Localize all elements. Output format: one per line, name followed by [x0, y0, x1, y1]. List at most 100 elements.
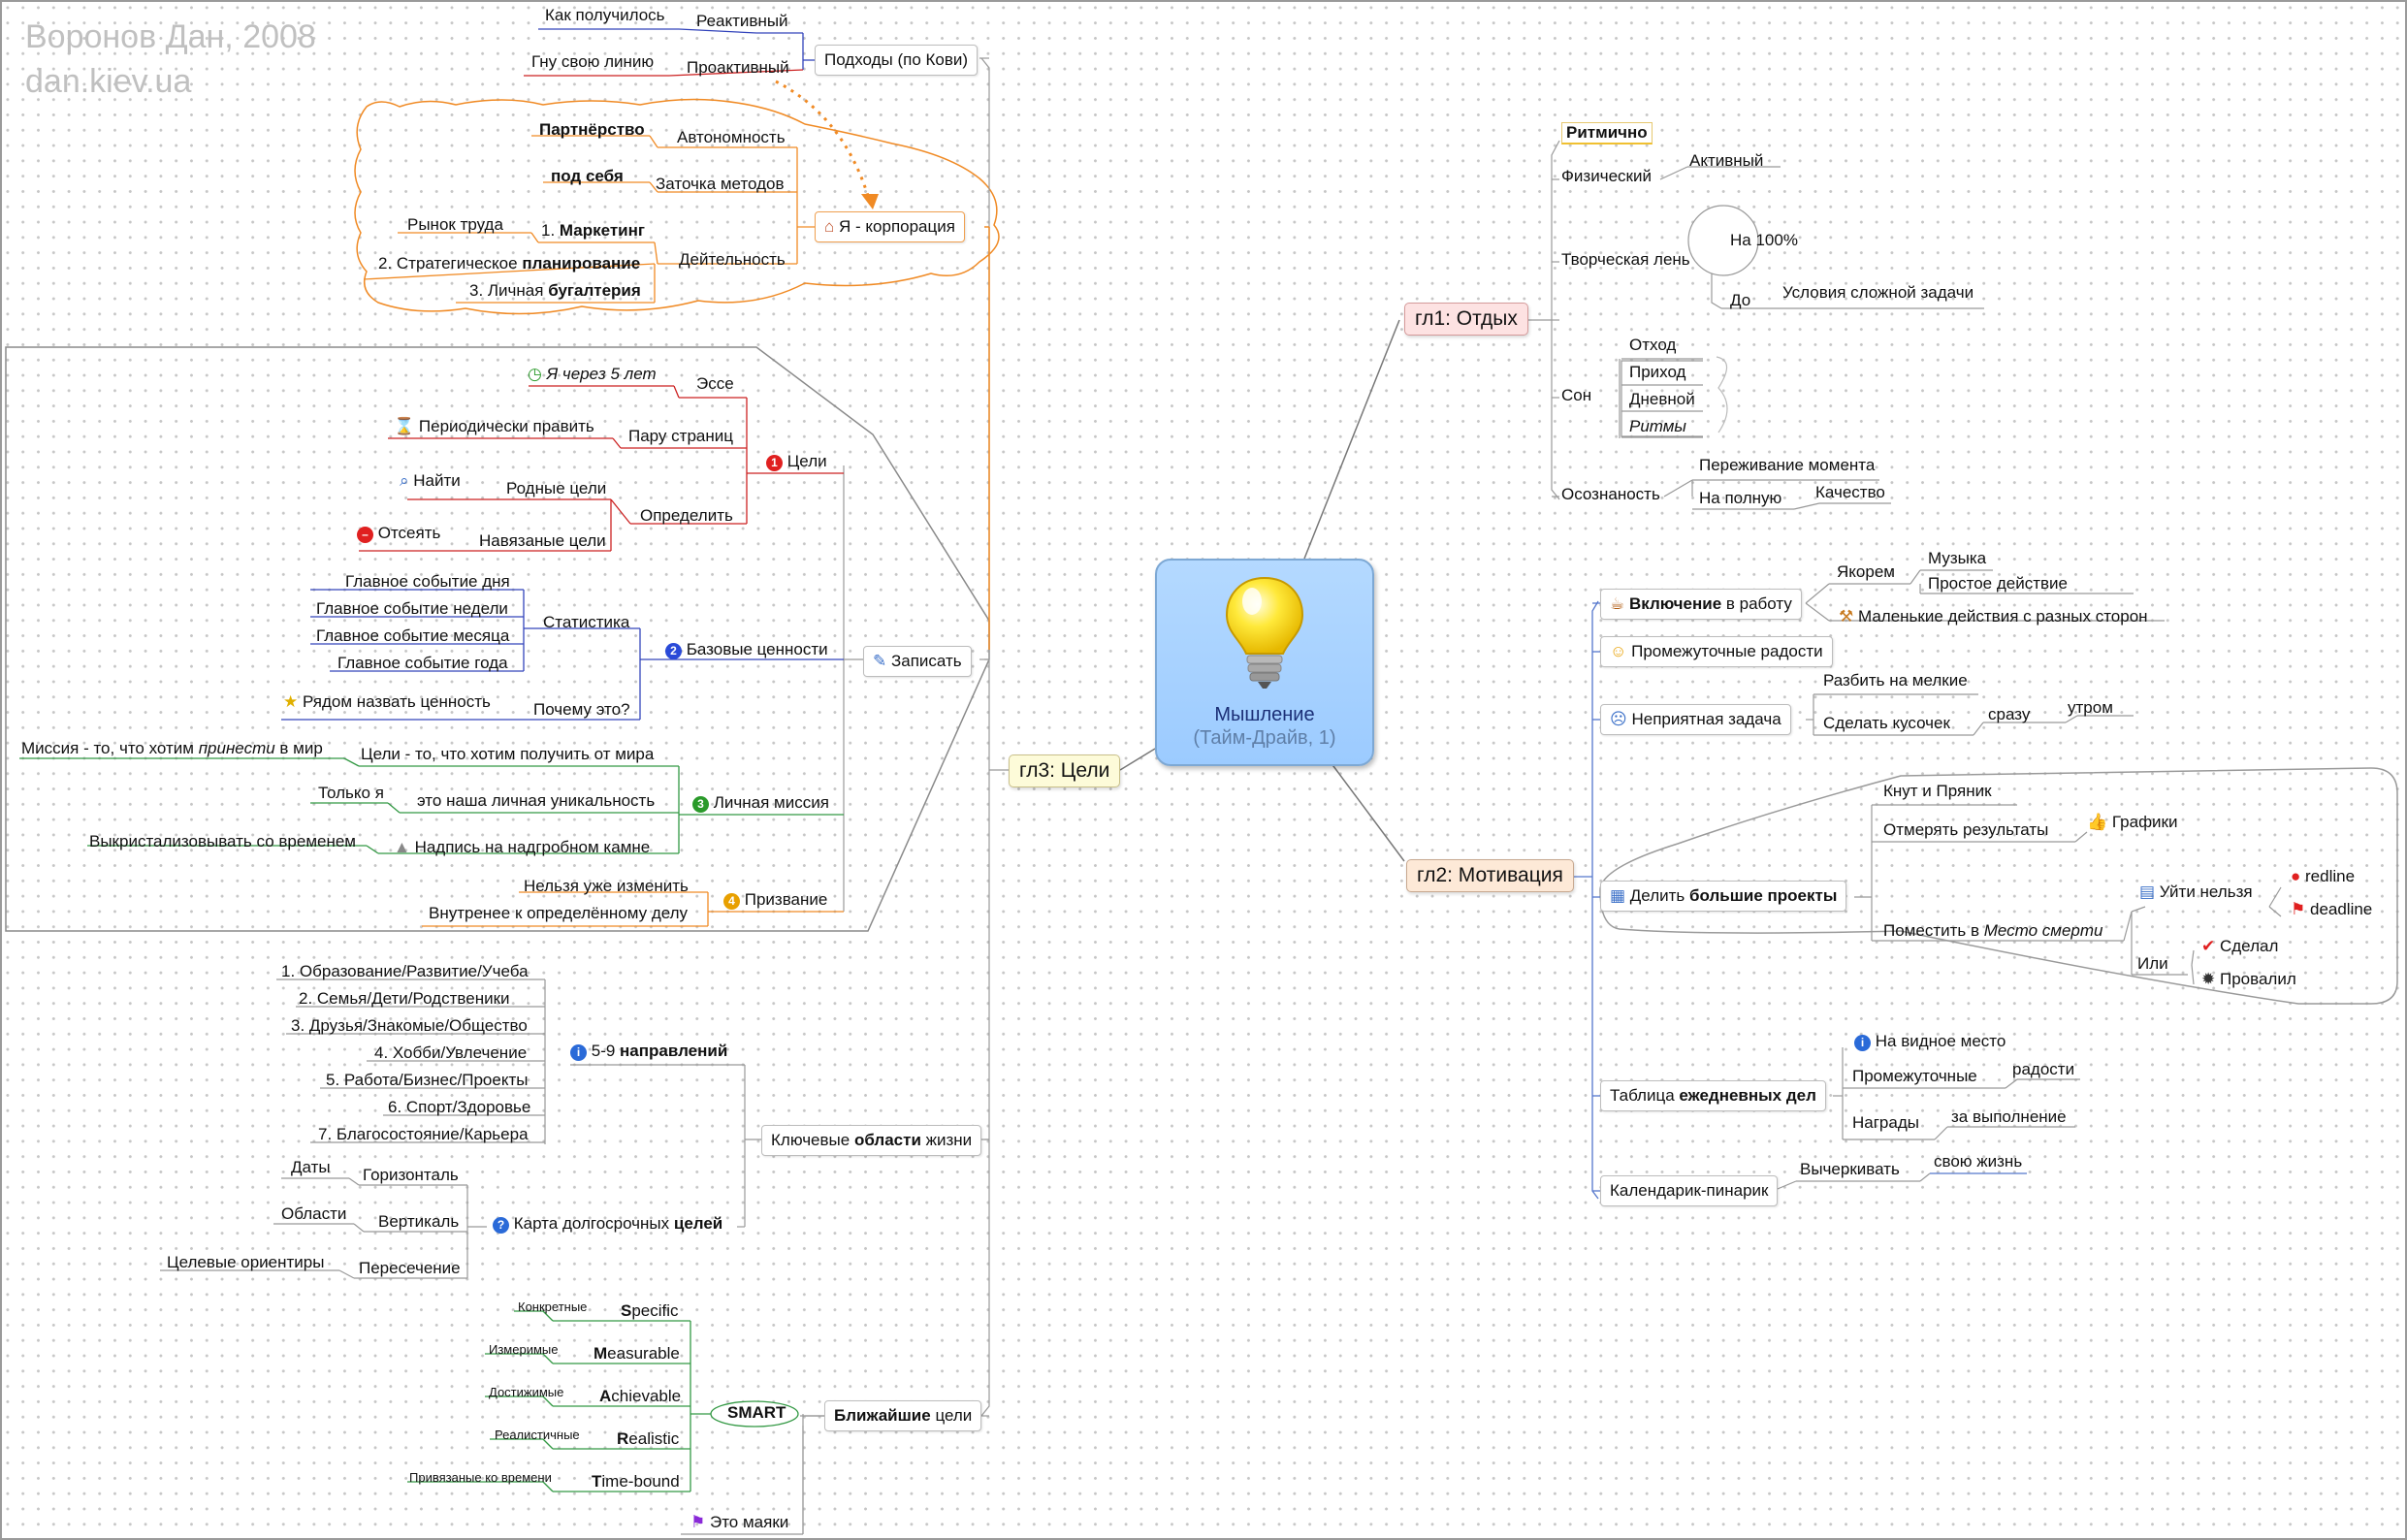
topic-to[interactable]: До: [1730, 291, 1751, 309]
topic-nearest-goals[interactable]: Ближайшие цели: [824, 1400, 982, 1431]
topic-mission-definition[interactable]: Миссия - то, что хотим принести в мир: [21, 739, 323, 757]
topic-quality[interactable]: Качество: [1815, 483, 1885, 501]
topic-calendar[interactable]: Календарик-пинарик: [1600, 1175, 1779, 1206]
topic-bite[interactable]: Сделать кусочек: [1823, 714, 1950, 732]
topic-daily-table[interactable]: Таблица ежедневных дел: [1600, 1080, 1826, 1111]
topic-target-orient[interactable]: Целевые ориентиры: [167, 1253, 325, 1271]
topic-for-self[interactable]: под себя: [551, 167, 624, 185]
topic-creative-laziness[interactable]: Творческая лень: [1561, 250, 1690, 269]
direction-item[interactable]: 6. Спорт/Здоровье: [388, 1098, 531, 1116]
topic-deadline[interactable]: ⚑ deadline: [2291, 900, 2373, 918]
topic-horizontal[interactable]: Горизонталь: [363, 1166, 459, 1184]
branch-motivation[interactable]: гл2: Мотивация: [1406, 859, 1574, 892]
smart-achievable[interactable]: Achievable: [599, 1387, 682, 1405]
sleep-item[interactable]: Дневной: [1629, 390, 1695, 408]
topic-done[interactable]: ✔ Сделал: [2201, 937, 2279, 955]
topic-intermediate[interactable]: Промежуточные: [1852, 1067, 1977, 1085]
topic-why[interactable]: Почему это?: [533, 700, 630, 719]
topic-revise[interactable]: ⌛ Периодически править: [394, 417, 594, 435]
branch-rest[interactable]: гл1: Отдых: [1404, 303, 1528, 336]
topic-intermediate-joys[interactable]: ☺ Промежуточные радости: [1600, 636, 1833, 667]
topic-labor-market[interactable]: Рынок труда: [407, 215, 503, 234]
topic-near-name[interactable]: ★ Рядом назвать ценность: [283, 692, 491, 711]
topic-crystallize[interactable]: Выкристализовывать со временем: [89, 832, 356, 850]
topic-carrot-stick[interactable]: Кнут и Пряник: [1883, 782, 1992, 800]
topic-approaches[interactable]: Подходы (по Кови): [815, 45, 979, 76]
topic-find[interactable]: ⌕ Найти: [400, 471, 461, 490]
topic-directions[interactable]: i 5-9 направлений: [570, 1042, 727, 1061]
topic-pages[interactable]: Пару страниц: [628, 427, 733, 445]
topic-fully[interactable]: На полную: [1699, 489, 1782, 507]
direction-item[interactable]: 7. Благосостояние/Карьера: [318, 1125, 529, 1143]
topic-redline[interactable]: ● redline: [2291, 867, 2356, 885]
topic-tombstone[interactable]: ▲ Надпись на надгробном камне: [394, 838, 651, 856]
topic-rewards[interactable]: Награды: [1852, 1113, 1919, 1132]
topic-anchor[interactable]: Якорем: [1837, 562, 1895, 581]
stat-item[interactable]: Главное событие дня: [345, 572, 510, 591]
topic-own-life[interactable]: свою жизнь: [1934, 1152, 2023, 1171]
topic-uniqueness[interactable]: это наша личная уникальность: [417, 791, 656, 810]
topic-music[interactable]: Музыка: [1928, 549, 1987, 567]
topic-write-down[interactable]: ✎ Записать: [863, 646, 972, 677]
topic-goal-map[interactable]: ? Карта долгосрочных целей: [493, 1214, 722, 1234]
topic-goals-world[interactable]: Цели - то, что хотим получить от мира: [361, 745, 655, 763]
topic-calling[interactable]: 4 Призвание: [723, 890, 827, 910]
topic-bend-line[interactable]: Гну свою линию: [531, 52, 655, 71]
topic-split-small[interactable]: Разбить на мелкие: [1823, 671, 1968, 690]
stat-item[interactable]: Главное событие недели: [316, 599, 508, 618]
topic-native-goals[interactable]: Родные цели: [506, 479, 607, 497]
topic-small-actions[interactable]: ⚒ Маленькие действия с разных сторон: [1839, 607, 2148, 626]
topic-or[interactable]: Или: [2137, 954, 2168, 973]
topic-key-areas[interactable]: Ключевые области жизни: [761, 1125, 982, 1156]
topic-visible-place[interactable]: i На видное место: [1854, 1032, 2006, 1051]
topic-areas[interactable]: Области: [281, 1204, 347, 1223]
sleep-item[interactable]: Отход: [1629, 336, 1677, 354]
topic-inner-drive[interactable]: Внутренее к определённому делу: [429, 904, 689, 922]
stat-item[interactable]: Главное событие года: [337, 654, 508, 672]
topic-intersection[interactable]: Пересечение: [359, 1259, 461, 1277]
direction-item[interactable]: 2. Семья/Дети/Родственики: [299, 989, 510, 1008]
topic-smart[interactable]: SMART: [727, 1403, 786, 1422]
topic-vertical[interactable]: Вертикаль: [378, 1212, 460, 1231]
direction-item[interactable]: 3. Друзья/Знакомые/Общество: [291, 1016, 528, 1035]
topic-reactive[interactable]: Реактивный: [696, 12, 788, 30]
topic-proactive[interactable]: Проактивный: [687, 58, 789, 77]
topic-place-death[interactable]: Поместить в Место смерти: [1883, 921, 2103, 940]
topic-unpleasant-task[interactable]: ☹ Неприятная задача: [1600, 704, 1791, 735]
topic-beacons[interactable]: ⚑ Это маяки: [690, 1513, 789, 1531]
topic-accounting[interactable]: 3. Личная бугалтерия: [469, 281, 641, 300]
sleep-item[interactable]: Приход: [1629, 363, 1686, 381]
topic-partnership[interactable]: Партнёрство: [539, 120, 645, 139]
direction-item[interactable]: 5. Работа/Бизнес/Проекты: [326, 1071, 529, 1089]
smart-specific[interactable]: Specific: [621, 1301, 679, 1320]
topic-planning[interactable]: 2. Стратегическое планирование: [378, 254, 641, 273]
topic-morning[interactable]: утром: [2068, 698, 2113, 717]
topic-dates[interactable]: Даты: [291, 1158, 331, 1176]
topic-for-done[interactable]: за выполнение: [1951, 1107, 2067, 1126]
smart-measurable[interactable]: Measurable: [594, 1344, 680, 1363]
direction-item[interactable]: 4. Хобби/Увлечение: [374, 1043, 528, 1062]
topic-statistics[interactable]: Статистика: [543, 613, 630, 631]
root-topic[interactable]: Мышление (Тайм-Драйв, 1): [1155, 559, 1374, 766]
smart-time-bound[interactable]: Time-bound: [592, 1472, 680, 1491]
topic-sharpen[interactable]: Заточка методов: [656, 175, 785, 193]
topic-sift[interactable]: – Отсеять: [357, 524, 440, 543]
topic-divide-projects[interactable]: ▦ Делить большие проекты: [1600, 881, 1847, 912]
topic-failed[interactable]: ✹ Провалил: [2201, 970, 2296, 988]
topic-active[interactable]: Активный: [1689, 151, 1764, 170]
topic-cross-out[interactable]: Вычеркивать: [1800, 1160, 1900, 1178]
topic-physical[interactable]: Физический: [1561, 167, 1652, 185]
topic-simple-action[interactable]: Простое действие: [1928, 574, 2068, 593]
topic-joys-small[interactable]: радости: [2012, 1060, 2075, 1078]
topic-targets[interactable]: 1 Цели: [766, 452, 827, 471]
topic-only-me[interactable]: Только я: [318, 784, 384, 802]
sleep-item[interactable]: Ритмы: [1629, 417, 1686, 435]
smart-realistic[interactable]: Realistic: [617, 1429, 680, 1448]
topic-imposed-goals[interactable]: Навязаные цели: [479, 531, 606, 550]
topic-me-corporation[interactable]: ⌂ Я - корпорация: [815, 211, 965, 242]
topic-hundred-percent[interactable]: На 100%: [1730, 231, 1798, 249]
topic-mission[interactable]: 3 Личная миссия: [692, 793, 829, 813]
topic-cant-leave[interactable]: ▤ Уйти нельзя: [2139, 882, 2253, 901]
topic-immediately[interactable]: сразу: [1988, 705, 2031, 723]
topic-sleep[interactable]: Сон: [1561, 386, 1592, 404]
